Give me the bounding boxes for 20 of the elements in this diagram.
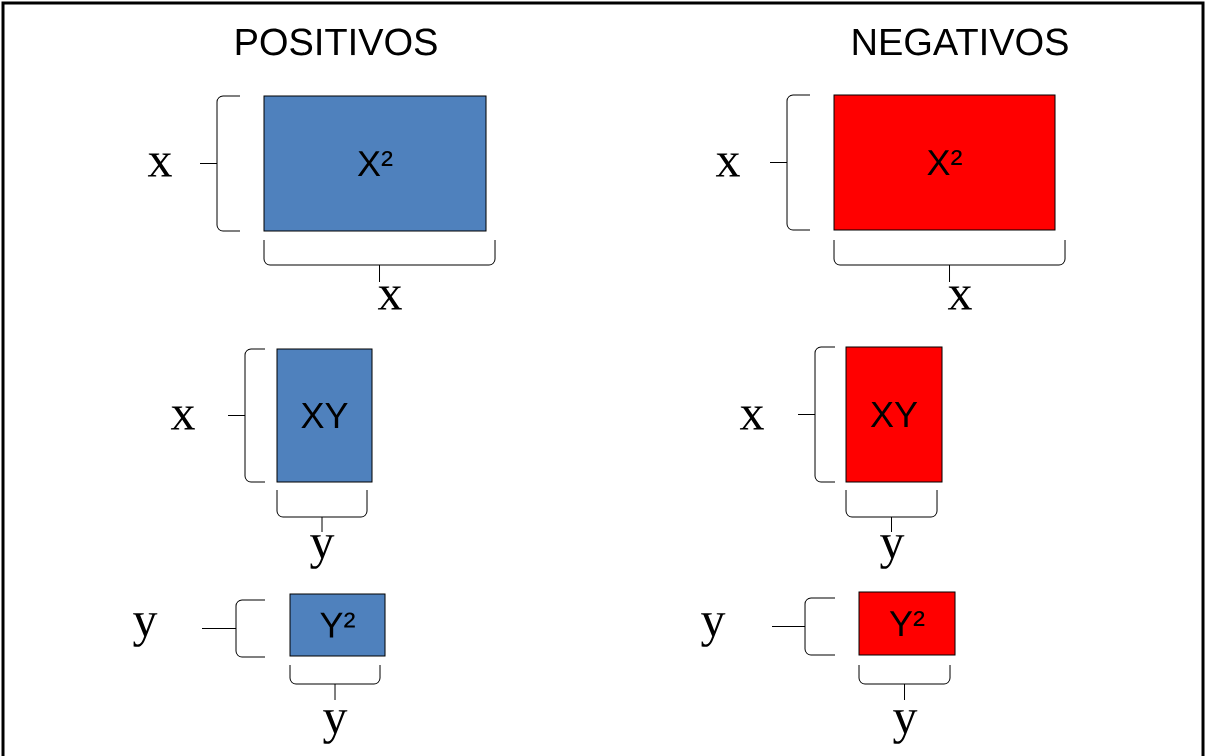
area-tile: XY: [845, 346, 943, 483]
dimension-label: x: [739, 406, 764, 430]
dimension-label: x: [147, 153, 172, 177]
area-tile: Y²: [858, 591, 956, 656]
area-tile: Y²: [289, 593, 386, 657]
dimension-label: y: [880, 535, 905, 569]
area-tile: X²: [833, 94, 1056, 231]
column-heading: POSITIVOS: [236, 28, 437, 56]
dimension-label: y: [893, 710, 918, 744]
column-heading: NEGATIVOS: [853, 28, 1068, 56]
dimension-label: x: [377, 286, 402, 310]
dimension-label: x: [715, 153, 740, 177]
dimension-label: y: [701, 613, 726, 647]
area-tile: X²: [263, 95, 487, 232]
dimension-label: y: [323, 710, 348, 744]
dimension-label: x: [170, 406, 195, 430]
dimension-label: y: [133, 613, 158, 647]
dimension-label: y: [310, 535, 335, 569]
dimension-label: x: [947, 286, 972, 310]
area-tile: XY: [276, 348, 373, 483]
